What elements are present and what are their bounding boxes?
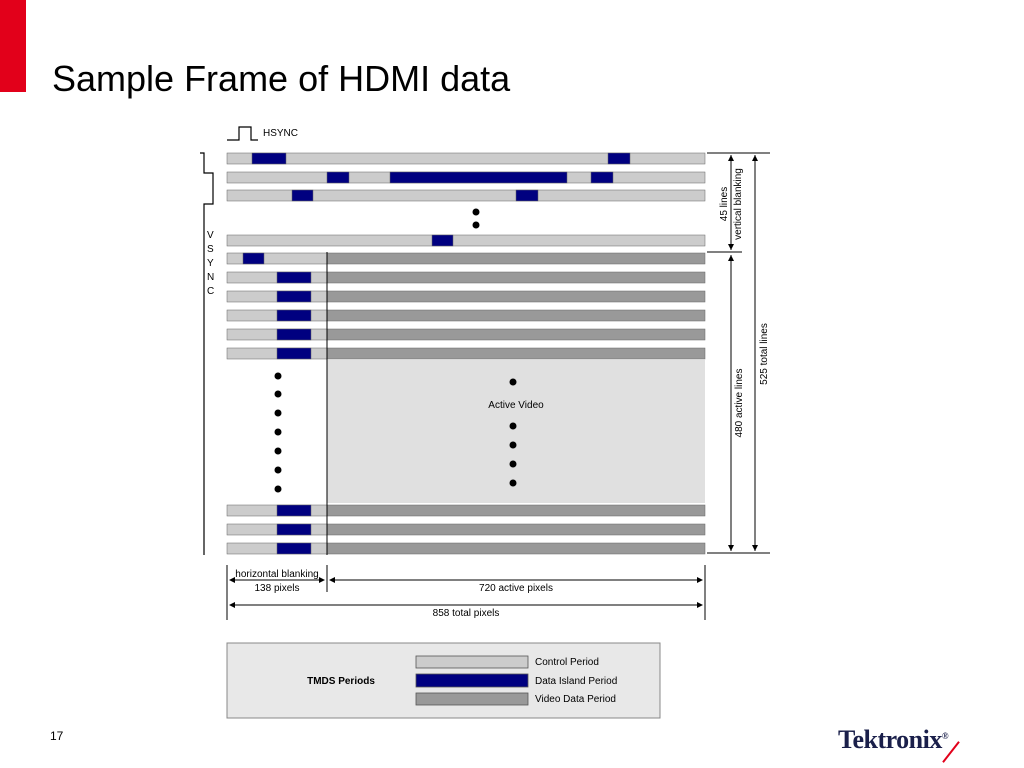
vertical-dimensions [707, 152, 770, 554]
horizontal-dimensions [226, 565, 706, 620]
ellipsis-dot [274, 447, 282, 455]
page-number: 17 [50, 729, 64, 743]
data-island-segment [515, 189, 539, 202]
legend-item-video-data-period: Video Data Period [535, 694, 616, 705]
data-island-segment [242, 252, 265, 265]
data-island-segment [276, 504, 312, 517]
video-data-segment [326, 542, 706, 555]
active-pixels-label: 720 active pixels [479, 583, 553, 594]
control-period-row [226, 234, 706, 247]
video-data-segment [326, 504, 706, 517]
ellipsis-dots [274, 208, 517, 493]
total-lines-label: 525 total lines [759, 323, 770, 385]
tmds-legend: TMDS Periods Control Period Data Island … [226, 642, 661, 719]
data-island-segment [276, 347, 312, 360]
hsync-label: HSYNC [263, 128, 298, 139]
ellipsis-dot [274, 409, 282, 417]
ellipsis-dot [274, 428, 282, 436]
ellipsis-dot [274, 485, 282, 493]
data-island-segment [326, 171, 350, 184]
data-island-segment [431, 234, 454, 247]
slide-title: Sample Frame of HDMI data [52, 58, 511, 99]
data-island-segment [389, 171, 568, 184]
ellipsis-dot [274, 466, 282, 474]
video-data-segment [326, 328, 706, 341]
video-data-segment [326, 290, 706, 303]
data-island-segment [291, 189, 314, 202]
video-data-segment [326, 271, 706, 284]
hsync-pulse [227, 126, 258, 141]
vsync-letter: S [207, 244, 214, 255]
accent-bar [0, 0, 26, 92]
data-island-segment [276, 290, 312, 303]
vsync-label: V S Y N C [207, 230, 214, 297]
horizontal-blanking-pixels: 138 pixels [254, 583, 299, 594]
control-period-row [226, 252, 328, 265]
vertical-dimension-arrows [728, 155, 758, 551]
ellipsis-dot [509, 422, 517, 430]
ellipsis-dot [274, 390, 282, 398]
frame-rows [226, 152, 706, 555]
data-island-segment [276, 271, 312, 284]
active-video-label: Active Video [488, 400, 544, 411]
data-island-segment [590, 171, 614, 184]
vertical-blanking-label: vertical blanking [733, 168, 744, 240]
legend-swatch-control [415, 655, 529, 669]
vsync-letter: V [207, 230, 214, 241]
legend-title: TMDS Periods [307, 676, 375, 687]
legend-item-control-period: Control Period [535, 657, 599, 668]
data-island-segment [276, 328, 312, 341]
ellipsis-dot [509, 441, 517, 449]
ellipsis-dot [472, 221, 480, 229]
video-data-segment [326, 252, 706, 265]
total-pixels-label: 858 total pixels [433, 608, 500, 619]
tektronix-logo: Tektronix® [838, 725, 960, 763]
control-period-row [226, 189, 706, 202]
vsync-signal [200, 152, 214, 555]
legend-swatch-data-island [415, 673, 529, 688]
horizontal-dimension-arrows [229, 577, 703, 608]
data-island-segment [276, 309, 312, 322]
active-lines-label: 480 active lines [734, 369, 745, 438]
data-island-segment [607, 152, 631, 165]
legend-item-data-island-period: Data Island Period [535, 676, 617, 687]
vsync-letter: C [207, 286, 214, 297]
video-data-segment [326, 309, 706, 322]
vsync-letter: N [207, 272, 214, 283]
data-island-segment [251, 152, 287, 165]
vertical-blanking-lines-label: 45 lines [719, 187, 730, 221]
vsync-letter: Y [207, 258, 214, 269]
logo-text: Tektronix [838, 725, 942, 754]
video-data-segment [326, 347, 706, 360]
ellipsis-dot [509, 378, 517, 386]
legend-swatch-video-data [415, 692, 529, 706]
data-island-segment [276, 542, 312, 555]
active-video-area [327, 360, 705, 503]
control-period-row [226, 152, 706, 165]
video-data-segment [326, 523, 706, 536]
ellipsis-dot [472, 208, 480, 216]
horizontal-blanking-label: horizontal blanking [235, 569, 318, 580]
ellipsis-dot [509, 479, 517, 487]
ellipsis-dot [274, 372, 282, 380]
ellipsis-dot [509, 460, 517, 468]
data-island-segment [276, 523, 312, 536]
